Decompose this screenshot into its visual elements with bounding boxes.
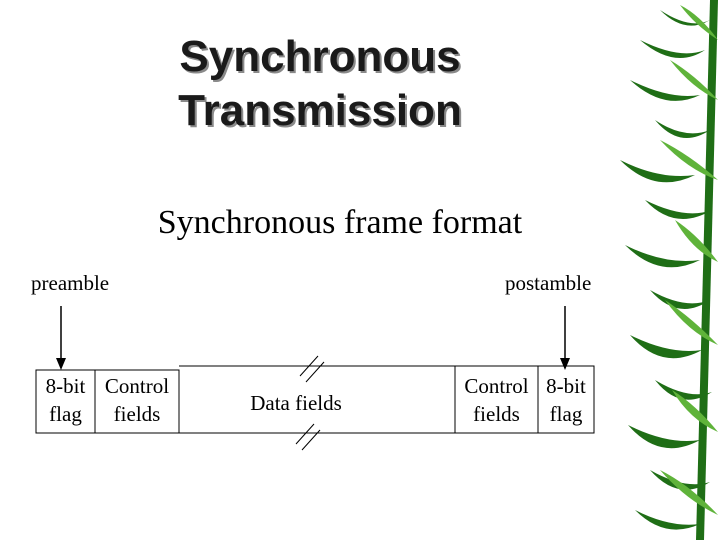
break-mark-bottom-1: [296, 424, 314, 444]
right-flag-line2: flag: [538, 400, 594, 428]
bamboo-decoration: [600, 0, 720, 540]
right-control-line1: Control: [455, 372, 538, 400]
right-control-line2: fields: [455, 400, 538, 428]
left-flag-line2: flag: [36, 400, 95, 428]
left-control-line2: fields: [95, 400, 179, 428]
postamble-arrowhead: [560, 358, 570, 370]
data-fields-cell: Data fields: [220, 389, 372, 417]
left-control-line1: Control: [95, 372, 179, 400]
left-flag-line1: 8-bit: [36, 372, 95, 400]
right-control-cell: Control fields: [455, 372, 538, 428]
left-flag-cell: 8-bit flag: [36, 372, 95, 428]
right-flag-cell: 8-bit flag: [538, 372, 594, 428]
preamble-arrowhead: [56, 358, 66, 370]
right-flag-line1: 8-bit: [538, 372, 594, 400]
break-mark-top-2: [306, 362, 324, 382]
left-control-cell: Control fields: [95, 372, 179, 428]
